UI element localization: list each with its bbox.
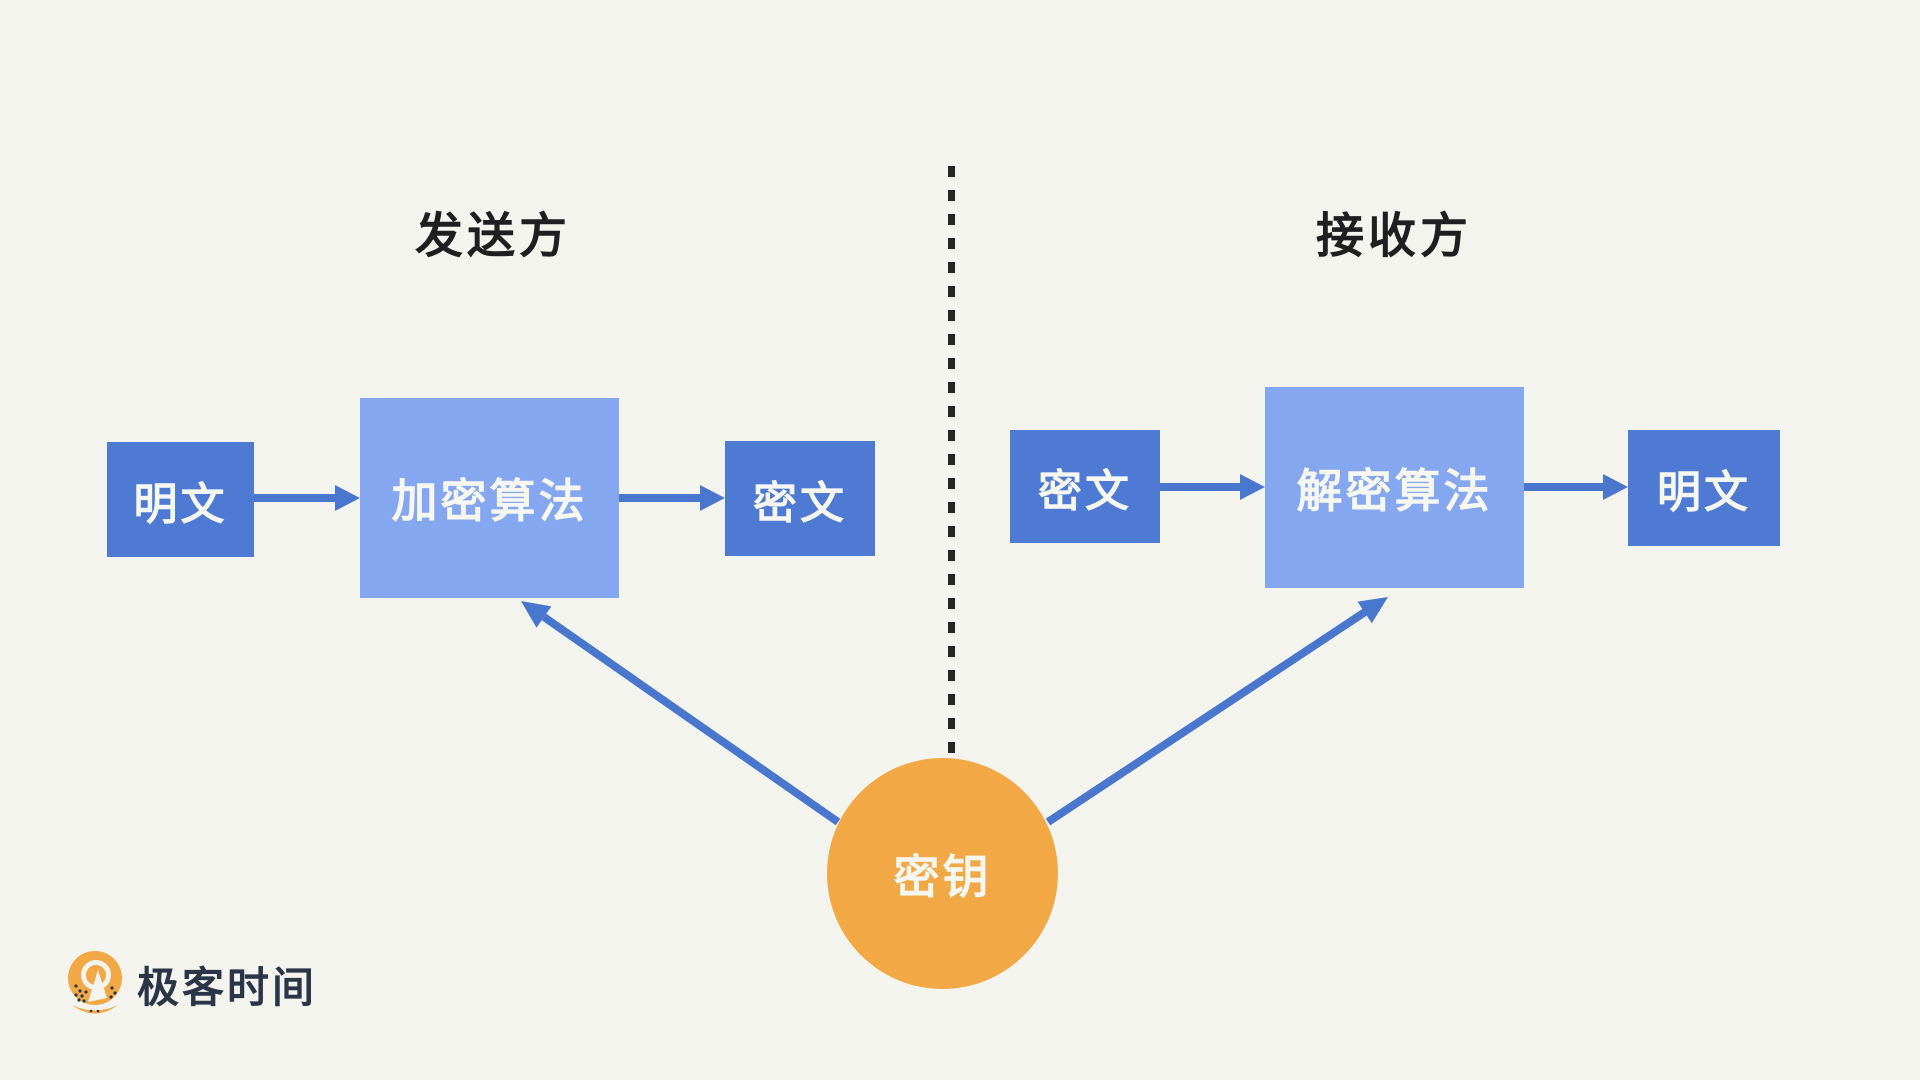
arrow-key-to-decryption [1045,597,1388,826]
key-label: 密钥 [893,850,992,903]
geektime-logo: 极客时间 [67,950,317,1018]
receiver-plaintext-box: 明文 [1628,430,1780,546]
arrow-key-to-encryption [521,601,841,826]
encryption-algorithm-box: 加密算法 [360,398,619,598]
receiver-section-title: 接收方 [1315,210,1473,263]
geektime-logo-icon [68,951,122,1014]
sender-section-title: 发送方 [414,210,572,263]
receiver-ciphertext-box: 密文 [1010,430,1160,543]
sender-ciphertext-box: 密文 [725,441,875,556]
sender-plaintext-box: 明文 [107,442,254,557]
arrow-encryption-to-ciphertext [619,485,725,511]
logo-text: 极客时间 [137,963,318,1011]
arrow-plaintext-to-encryption [254,485,360,511]
dashed-divider-line [948,166,955,758]
arrow-decryption-to-plaintext [1524,474,1628,500]
key-circle: 密钥 [827,758,1058,989]
arrow-ciphertext-to-decryption [1160,474,1265,500]
decryption-algorithm-box: 解密算法 [1265,387,1524,588]
